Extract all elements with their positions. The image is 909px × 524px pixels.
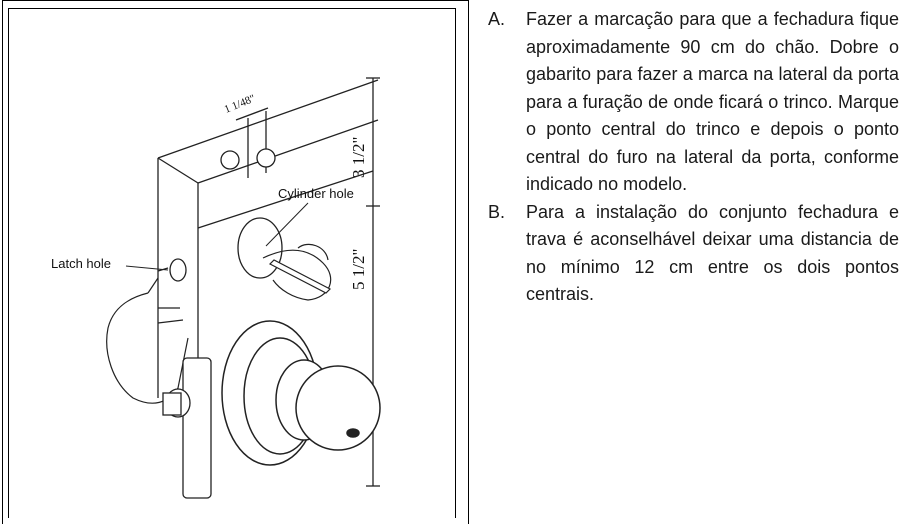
door-knob: [221, 320, 381, 466]
step-letter: B.: [488, 201, 506, 222]
lower-height-dimension-label: 5 1/2": [349, 249, 368, 290]
illustration-drawing: Latch hole Cylinder hole 1 1/48" 3 1/2" …: [51, 77, 381, 499]
illustration-frame: [2, 0, 469, 524]
step-text: Para a instalação do conjunto fechadura …: [526, 201, 899, 305]
latch-hole-label: Latch hole: [51, 256, 111, 271]
upper-height-dimension-label: 3 1/2": [349, 137, 368, 178]
cylinder-hole-label: Cylinder hole: [278, 186, 354, 201]
backset-dimension-label: 1 1/48": [223, 93, 257, 116]
door-lock-installation-illustration: Latch hole Cylinder hole 1 1/48" 3 1/2" …: [8, 8, 456, 518]
holes: [169, 148, 283, 282]
instruction-step-b: B. Para a instalação do conjunto fechadu…: [480, 199, 905, 309]
hand-with-pencil: [262, 243, 332, 301]
installation-instructions: A. Fazer a marcação para que a fechadura…: [480, 6, 905, 309]
left-hand: [106, 277, 189, 404]
illustration-border: [8, 8, 456, 518]
step-text: Fazer a marcação para que a fechadura fi…: [526, 9, 899, 194]
instruction-step-a: A. Fazer a marcação para que a fechadura…: [480, 6, 905, 199]
latch-assembly: [162, 357, 212, 499]
step-letter: A.: [488, 9, 506, 29]
